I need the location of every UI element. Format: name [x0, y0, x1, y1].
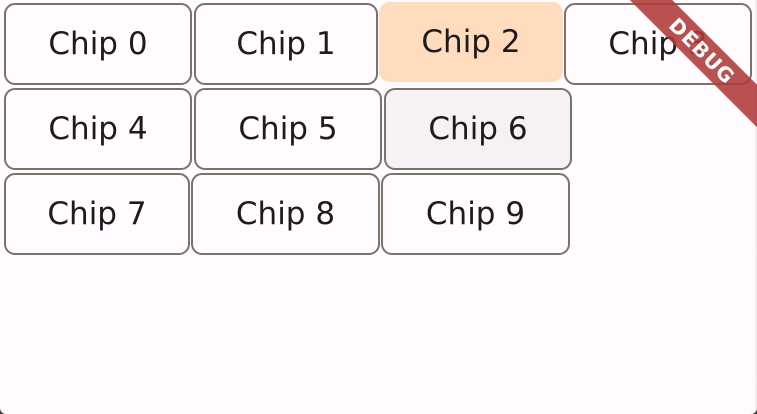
chip-4[interactable]: Chip 4	[4, 88, 192, 170]
chip-label: Chip 9	[425, 196, 526, 232]
chip-label: Chip 0	[48, 26, 148, 62]
chip-label: Chip 7	[47, 196, 147, 232]
chip-label: Chip 8	[235, 196, 336, 232]
chip-2[interactable]: Chip 2	[379, 2, 563, 82]
chip-5[interactable]: Chip 5	[194, 88, 382, 170]
chip-label: Chip 2	[421, 24, 521, 60]
chip-label: Chip 3	[608, 26, 708, 62]
chip-9[interactable]: Chip 9	[381, 173, 570, 255]
chip-label: Chip 5	[238, 111, 338, 147]
chip-label: Chip 1	[236, 26, 336, 62]
chip-1[interactable]: Chip 1	[194, 3, 378, 85]
chip-7[interactable]: Chip 7	[4, 173, 190, 255]
chip-3[interactable]: Chip 3	[564, 3, 752, 85]
chip-6[interactable]: Chip 6	[384, 88, 572, 170]
chip-8[interactable]: Chip 8	[191, 173, 380, 255]
chip-label: Chip 6	[428, 111, 528, 147]
chip-0[interactable]: Chip 0	[4, 3, 192, 85]
chip-label: Chip 4	[48, 111, 148, 147]
